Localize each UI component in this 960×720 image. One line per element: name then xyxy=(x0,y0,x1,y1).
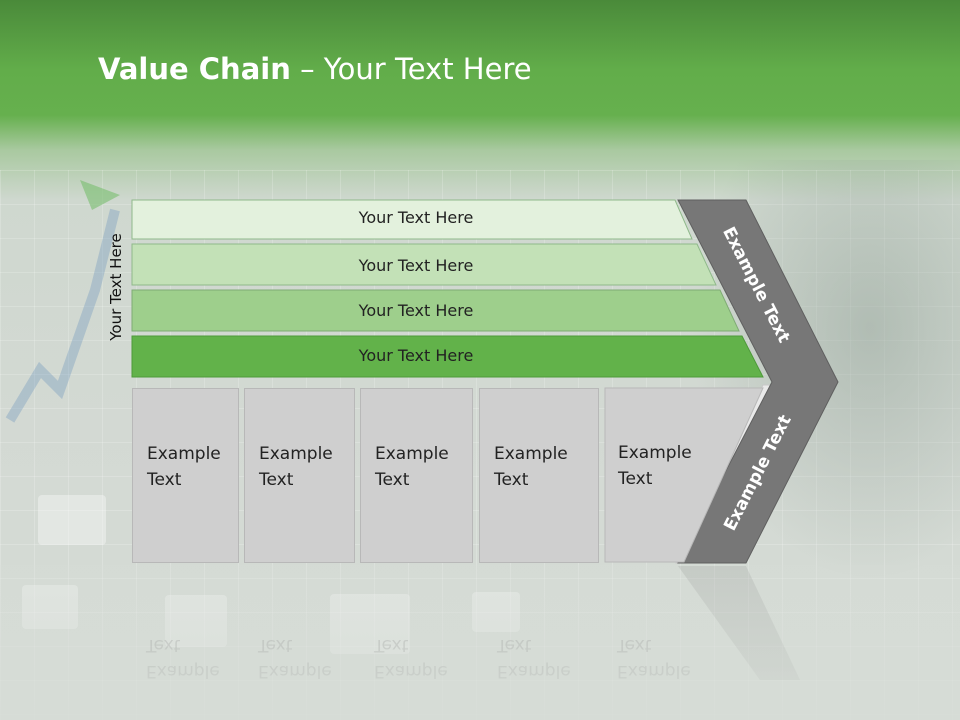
title-rest: – Your Text Here xyxy=(290,52,532,86)
background-arrow-icon xyxy=(5,180,120,423)
reflection-fade xyxy=(0,565,960,720)
title-bold: Value Chain xyxy=(98,52,291,86)
value-chevron xyxy=(677,199,839,564)
support-row-label-3: Your Text Here xyxy=(358,301,474,320)
background-square xyxy=(38,495,106,545)
support-row-label-4: Your Text Here xyxy=(358,346,474,365)
support-row-3 xyxy=(131,289,740,332)
page-title: Value Chain – Your Text Here xyxy=(98,52,532,86)
support-row-label-1: Your Text Here xyxy=(358,208,474,227)
activity-box-5 xyxy=(604,387,764,563)
support-row-1 xyxy=(131,199,693,240)
support-row-4 xyxy=(131,335,764,378)
support-row-label-2: Your Text Here xyxy=(358,256,474,275)
support-row-2 xyxy=(131,243,717,286)
